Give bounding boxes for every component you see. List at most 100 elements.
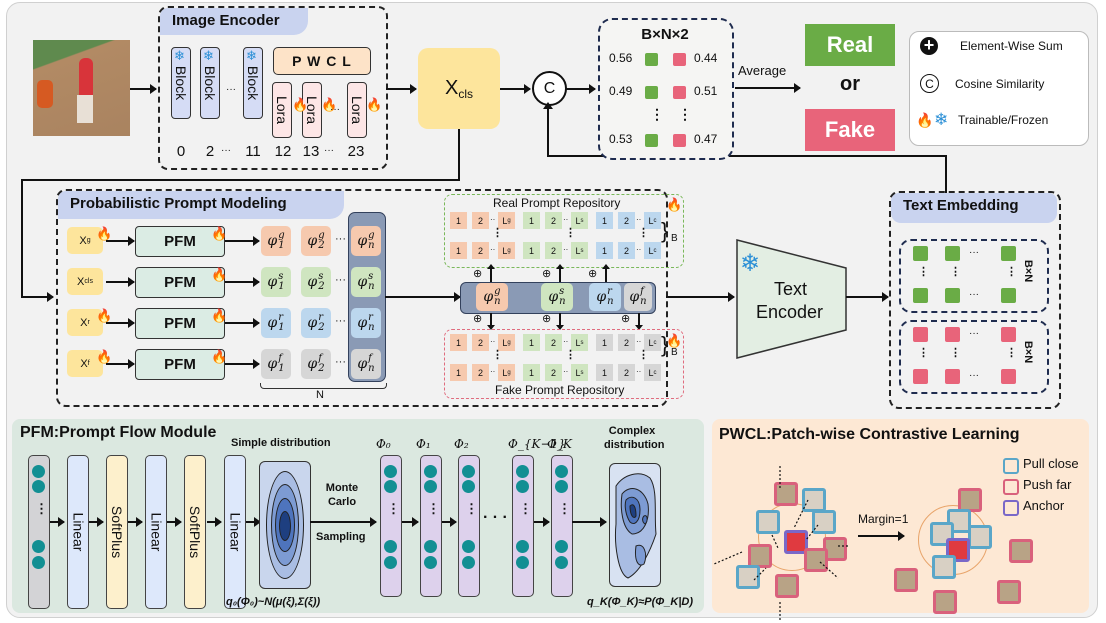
length-sub: s: [580, 247, 584, 254]
arrow-average: [735, 83, 801, 93]
phi-sub: n: [368, 363, 375, 374]
phi-sup: s: [559, 286, 565, 297]
neuron-dot: [516, 556, 529, 569]
phi-symbol: φ: [267, 315, 278, 331]
repo-ellipsis: ··: [636, 245, 642, 254]
complex-distribution-plot: [609, 463, 661, 587]
positive-patch: [930, 522, 954, 546]
positive-patch: [756, 510, 780, 534]
repo-cell: 2: [618, 334, 635, 351]
b-brace: }: [661, 218, 669, 243]
phi-sub: 2: [318, 240, 325, 251]
line-up: [605, 268, 607, 282]
positive-patch: [947, 509, 971, 533]
arrow-cosine-to-scores: [565, 84, 596, 94]
embedding-vdots: ⋮: [918, 266, 929, 278]
element-wise-sum-icon: ⊕: [588, 268, 598, 280]
negative-patch: [933, 590, 957, 614]
neuron-vdots: ⋮: [519, 501, 532, 516]
legend-swatch-push-far: [1003, 479, 1019, 495]
phi-ellipsis: ···: [335, 356, 346, 368]
embedding-square: [1001, 327, 1016, 342]
phi-sup: r: [368, 312, 373, 323]
phi-symbol: φ: [483, 289, 494, 305]
repo-ellipsis: ··: [563, 337, 569, 346]
line-up: [490, 268, 492, 282]
phi-sup: f: [318, 353, 322, 364]
repo-cell: 1: [523, 334, 540, 351]
negative-patch: [804, 548, 828, 572]
input-sub: g: [86, 237, 91, 244]
phi-symbol: φ: [357, 274, 368, 290]
repo-cell: 2: [472, 242, 489, 259]
line-xcls-down: [458, 129, 460, 180]
arrow-layer: [128, 517, 143, 527]
phi-symbol: φ: [357, 315, 368, 331]
arrow-flow: [442, 517, 457, 527]
phi-sub: 1: [278, 240, 285, 251]
repo-cell: 1: [596, 364, 613, 381]
repo-cell: 1: [596, 242, 613, 259]
legend-label: Element-Wise Sum: [960, 39, 1063, 53]
negative-patch: [748, 544, 772, 568]
or-label: or: [840, 73, 860, 95]
batter-legs: [77, 95, 93, 123]
average-label: Average: [738, 63, 787, 78]
neuron-vdots: ⋮: [427, 501, 440, 516]
pfm-block: PFM: [135, 349, 225, 380]
real-label-box: Real: [805, 24, 895, 66]
element-wise-sum-icon: ⊕: [621, 313, 631, 325]
snowflake-icon: ❄: [246, 48, 257, 63]
phi-sub: n: [607, 296, 614, 307]
element-wise-sum-icon: +: [920, 36, 938, 55]
cosine-similarity-icon: C: [920, 74, 939, 93]
cosine-similarity-node: C: [532, 71, 567, 106]
phi-sub: n: [494, 296, 501, 307]
phi-sup: s: [278, 271, 284, 282]
repo-cell: 2: [545, 334, 562, 351]
snowflake-icon: ❄: [740, 250, 761, 277]
margin-label: Margin=1: [858, 512, 909, 526]
pfm-layer-linear: Linear: [224, 455, 246, 609]
real-score-square: [645, 134, 658, 147]
phi-symbol: φ: [307, 274, 318, 290]
repo-cell: 2: [545, 364, 562, 381]
phi-symbol: φ: [596, 289, 607, 305]
line-left-down: [21, 179, 23, 297]
layer-label: Linear: [148, 512, 165, 552]
b-label: B: [671, 233, 678, 244]
neuron-vdots: ⋮: [387, 501, 400, 516]
arrow-layer: [207, 517, 222, 527]
phi-symbol: φ: [267, 274, 278, 290]
phi-sub: n: [640, 296, 647, 307]
frozen-block-0: Block: [171, 47, 191, 119]
neuron-dot: [516, 465, 529, 478]
length-main: L: [502, 245, 508, 256]
positive-patch: [932, 555, 956, 579]
length-main: L: [502, 337, 508, 348]
pfm-layer-linear: Linear: [145, 455, 167, 609]
arrow-input-to-pfm: [106, 359, 135, 369]
neuron-dot: [555, 465, 568, 478]
phi-symbol: φ: [307, 356, 318, 372]
input-image: [33, 40, 130, 136]
fake-score: 0.47: [694, 132, 718, 146]
fake-label-box: Fake: [805, 109, 895, 151]
phi-sub: 2: [318, 281, 325, 292]
length-main: L: [575, 367, 581, 378]
repo-ellipsis: ··: [563, 215, 569, 224]
pfm-block: PFM: [135, 226, 225, 257]
index-ellipsis: ···: [221, 145, 231, 156]
phi-sup: r: [318, 312, 323, 323]
length-sub: s: [580, 369, 584, 376]
flame-icon: 🔥: [96, 226, 113, 241]
neuron-dot: [32, 540, 45, 553]
fake-embedding-group: [899, 320, 1049, 394]
